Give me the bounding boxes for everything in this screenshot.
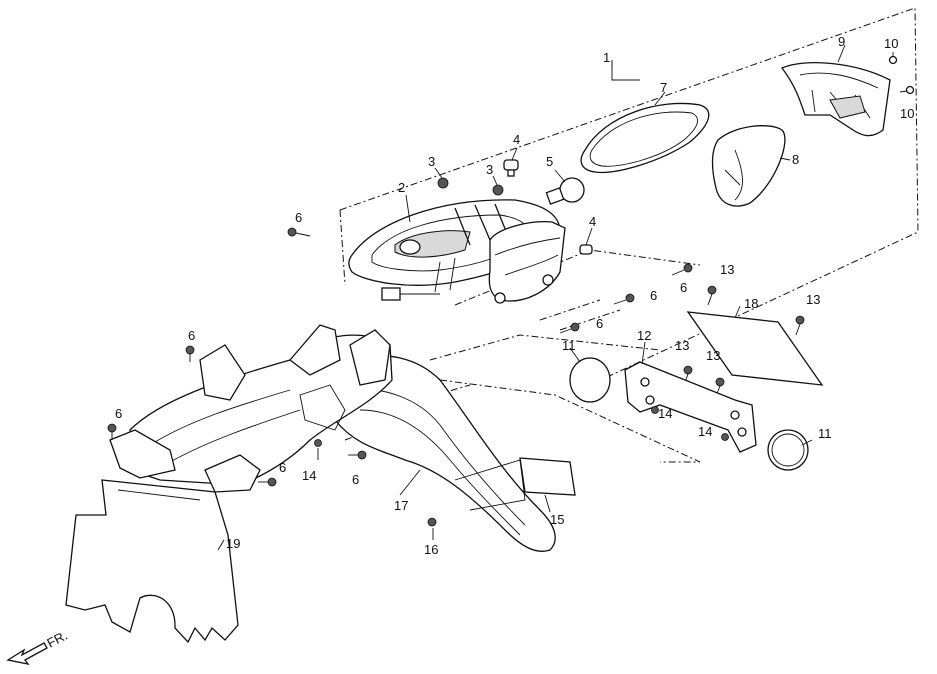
part-3-nuts	[437, 177, 504, 196]
part-7-gasket	[580, 102, 710, 174]
callout-14a: 14	[658, 406, 672, 421]
callout-6e: 6	[188, 328, 195, 343]
callout-19: 19	[226, 536, 240, 551]
callout-11a: 11	[562, 338, 576, 353]
callout-10a: 10	[884, 36, 898, 51]
callout-13c: 13	[675, 338, 689, 353]
callout-9: 9	[838, 34, 845, 49]
callout-7: 7	[660, 80, 667, 95]
callout-6c: 6	[650, 288, 657, 303]
callout-6g: 6	[279, 460, 286, 475]
front-direction-arrow: FR.	[6, 628, 70, 665]
part-15-rear-reflector	[519, 457, 576, 496]
callout-3a: 3	[428, 154, 435, 169]
callout-11b: 11	[818, 426, 832, 441]
part-13-screws	[683, 285, 805, 397]
callout-6f: 6	[115, 406, 122, 421]
part-10-screws	[888, 52, 915, 95]
part-9-tail-cover	[780, 61, 891, 137]
callout-4b: 4	[589, 214, 596, 229]
part-8-lens	[711, 125, 786, 207]
callout-2: 2	[398, 180, 405, 195]
callout-1: 1	[603, 50, 610, 65]
callout-10b: 10	[900, 106, 914, 121]
callout-6d: 6	[596, 316, 603, 331]
callout-15: 15	[550, 512, 564, 527]
part-18-license-plate	[686, 311, 824, 386]
part-4-small-bulbs	[503, 159, 593, 255]
callout-5: 5	[546, 154, 553, 169]
part-14-nuts	[314, 406, 729, 447]
callout-6b: 6	[680, 280, 687, 295]
part-5-bulb	[545, 177, 585, 205]
callout-3b: 3	[486, 162, 493, 177]
callout-4a: 4	[513, 132, 520, 147]
part-16-screw	[427, 517, 437, 527]
direction-label: FR.	[44, 628, 70, 651]
callout-13a: 13	[720, 262, 734, 277]
callout-labels: 1 2 3 3 4 4 5 6 6 6 6 6 6 6 6 7 8 9 10 1…	[115, 34, 914, 557]
callout-17: 17	[394, 498, 408, 513]
part-6-screws	[107, 227, 693, 487]
callout-14b: 14	[698, 424, 712, 439]
part-11-reflectors	[569, 357, 809, 471]
callout-18: 18	[744, 296, 758, 311]
callout-16: 16	[424, 542, 438, 557]
callout-13d: 13	[706, 348, 720, 363]
leader-lines	[217, 44, 846, 551]
callout-8: 8	[792, 152, 799, 167]
callout-6a: 6	[295, 210, 302, 225]
part-12-plate-bracket	[624, 361, 757, 453]
part-19-mud-flap	[65, 479, 239, 644]
license-lamp-bracket	[488, 221, 566, 304]
callout-12: 12	[637, 328, 651, 343]
inner-fender-frame	[109, 324, 393, 493]
callout-6h: 6	[352, 472, 359, 487]
callout-13b: 13	[806, 292, 820, 307]
callout-14c: 14	[302, 468, 316, 483]
